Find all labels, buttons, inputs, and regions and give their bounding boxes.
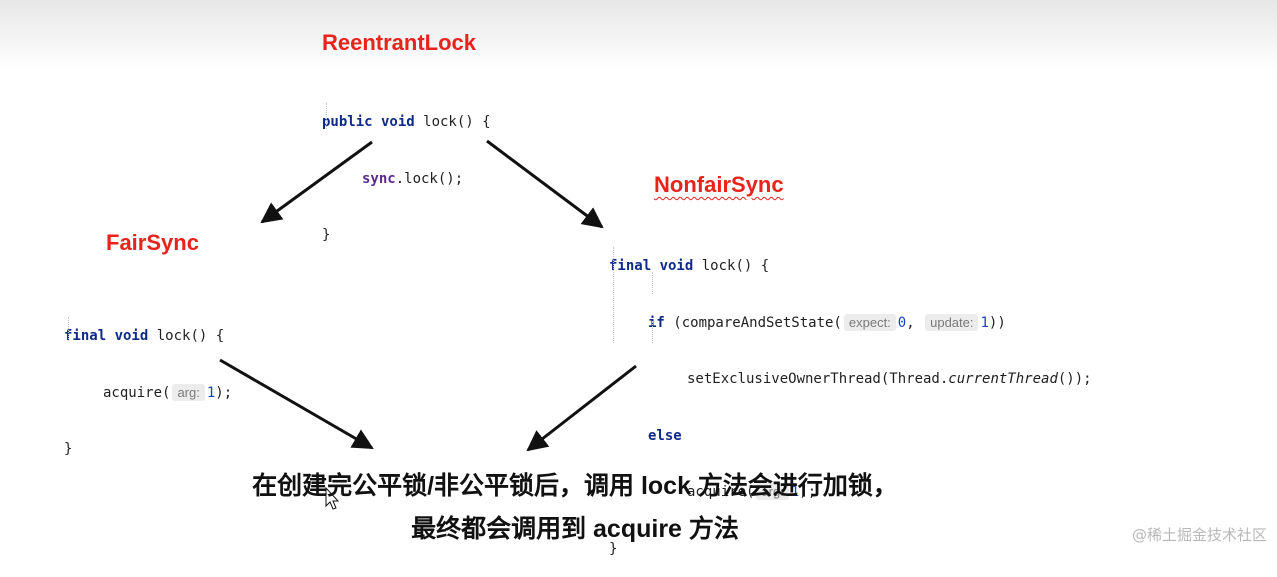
code-block-fairsync: final void lock() { acquire(arg:1); } — [64, 292, 232, 478]
title-reentrantlock: ReentrantLock — [322, 30, 477, 55]
arrows-layer — [219, 139, 637, 510]
code-number: 1 — [206, 384, 216, 401]
code-keyword: public void — [322, 114, 415, 130]
code-line: acquire(arg:1); — [64, 381, 232, 406]
code-text: .lock(); — [395, 170, 464, 187]
code-line: sync.lock(); — [322, 167, 491, 192]
code-text: lock() { — [693, 258, 770, 274]
param-hint: arg: — [172, 383, 205, 401]
code-line: else — [609, 424, 1092, 449]
caption-line-1: 在创建完公平锁/非公平锁后，调用 lock 方法会进行加锁， — [252, 472, 898, 500]
code-text: ); — [799, 484, 817, 500]
arrow-nonfair-to-caption — [526, 364, 637, 452]
title-nonfairsync: NonfairSync — [654, 172, 784, 197]
indent-guide — [613, 247, 614, 343]
code-line: acquire(arg:1); — [609, 480, 1092, 505]
code-text: setExclusiveOwnerThread(Thread. — [687, 371, 949, 387]
mouse-cursor-icon — [325, 486, 340, 510]
code-number: 0 — [897, 314, 907, 331]
code-keyword: else — [648, 427, 682, 444]
indent-guide — [652, 321, 653, 343]
arrow-reentrant-to-fair — [260, 140, 373, 224]
code-line: if (compareAndSetState(expect:0, update:… — [609, 311, 1092, 336]
code-number: 1 — [980, 314, 989, 331]
code-line: public void lock() { — [322, 110, 491, 135]
arrow-reentrant-to-nonfair — [486, 139, 604, 229]
code-line: final void lock() { — [64, 324, 232, 349]
code-line: } — [609, 537, 1092, 562]
param-hint: arg: — [756, 483, 789, 500]
arrow-fair-to-caption — [219, 358, 374, 450]
code-text: (compareAndSetState( — [664, 314, 842, 331]
top-shade — [0, 0, 1277, 70]
code-text: ()); — [1057, 371, 1092, 387]
code-line: } — [64, 437, 232, 462]
code-block-reentrantlock: public void lock() { sync.lock(); } — [322, 78, 491, 264]
code-number: 1 — [790, 484, 800, 500]
code-text: )) — [988, 314, 1006, 331]
code-text: , — [906, 314, 915, 331]
code-text: lock() { — [148, 328, 225, 344]
watermark: @稀土掘金技术社区 — [1131, 526, 1267, 544]
code-text: } — [609, 540, 618, 557]
title-fairsync: FairSync — [106, 230, 199, 255]
param-hint: expect: — [843, 313, 896, 331]
indent-guide — [68, 317, 69, 341]
code-text: lock() { — [414, 114, 491, 130]
code-field: sync — [362, 170, 396, 187]
code-text: acquire( — [687, 484, 755, 500]
code-line: } — [322, 223, 491, 248]
code-line: setExclusiveOwnerThread(Thread.currentTh… — [609, 367, 1092, 392]
code-keyword: final void — [64, 328, 149, 344]
caption-line-2: 最终都会调用到 acquire 方法 — [411, 515, 739, 543]
code-text: } — [322, 227, 331, 243]
code-text: ); — [215, 384, 233, 401]
indent-guide — [326, 103, 327, 129]
code-keyword: final void — [609, 258, 694, 274]
code-line: final void lock() { — [609, 254, 1092, 279]
indent-guide — [652, 272, 653, 294]
code-text: } — [64, 441, 73, 457]
code-method-static: currentThread — [948, 371, 1058, 387]
param-hint: update: — [925, 313, 979, 331]
code-block-nonfairsync: final void lock() { if (compareAndSetSta… — [609, 222, 1092, 577]
code-text: acquire( — [103, 384, 171, 401]
